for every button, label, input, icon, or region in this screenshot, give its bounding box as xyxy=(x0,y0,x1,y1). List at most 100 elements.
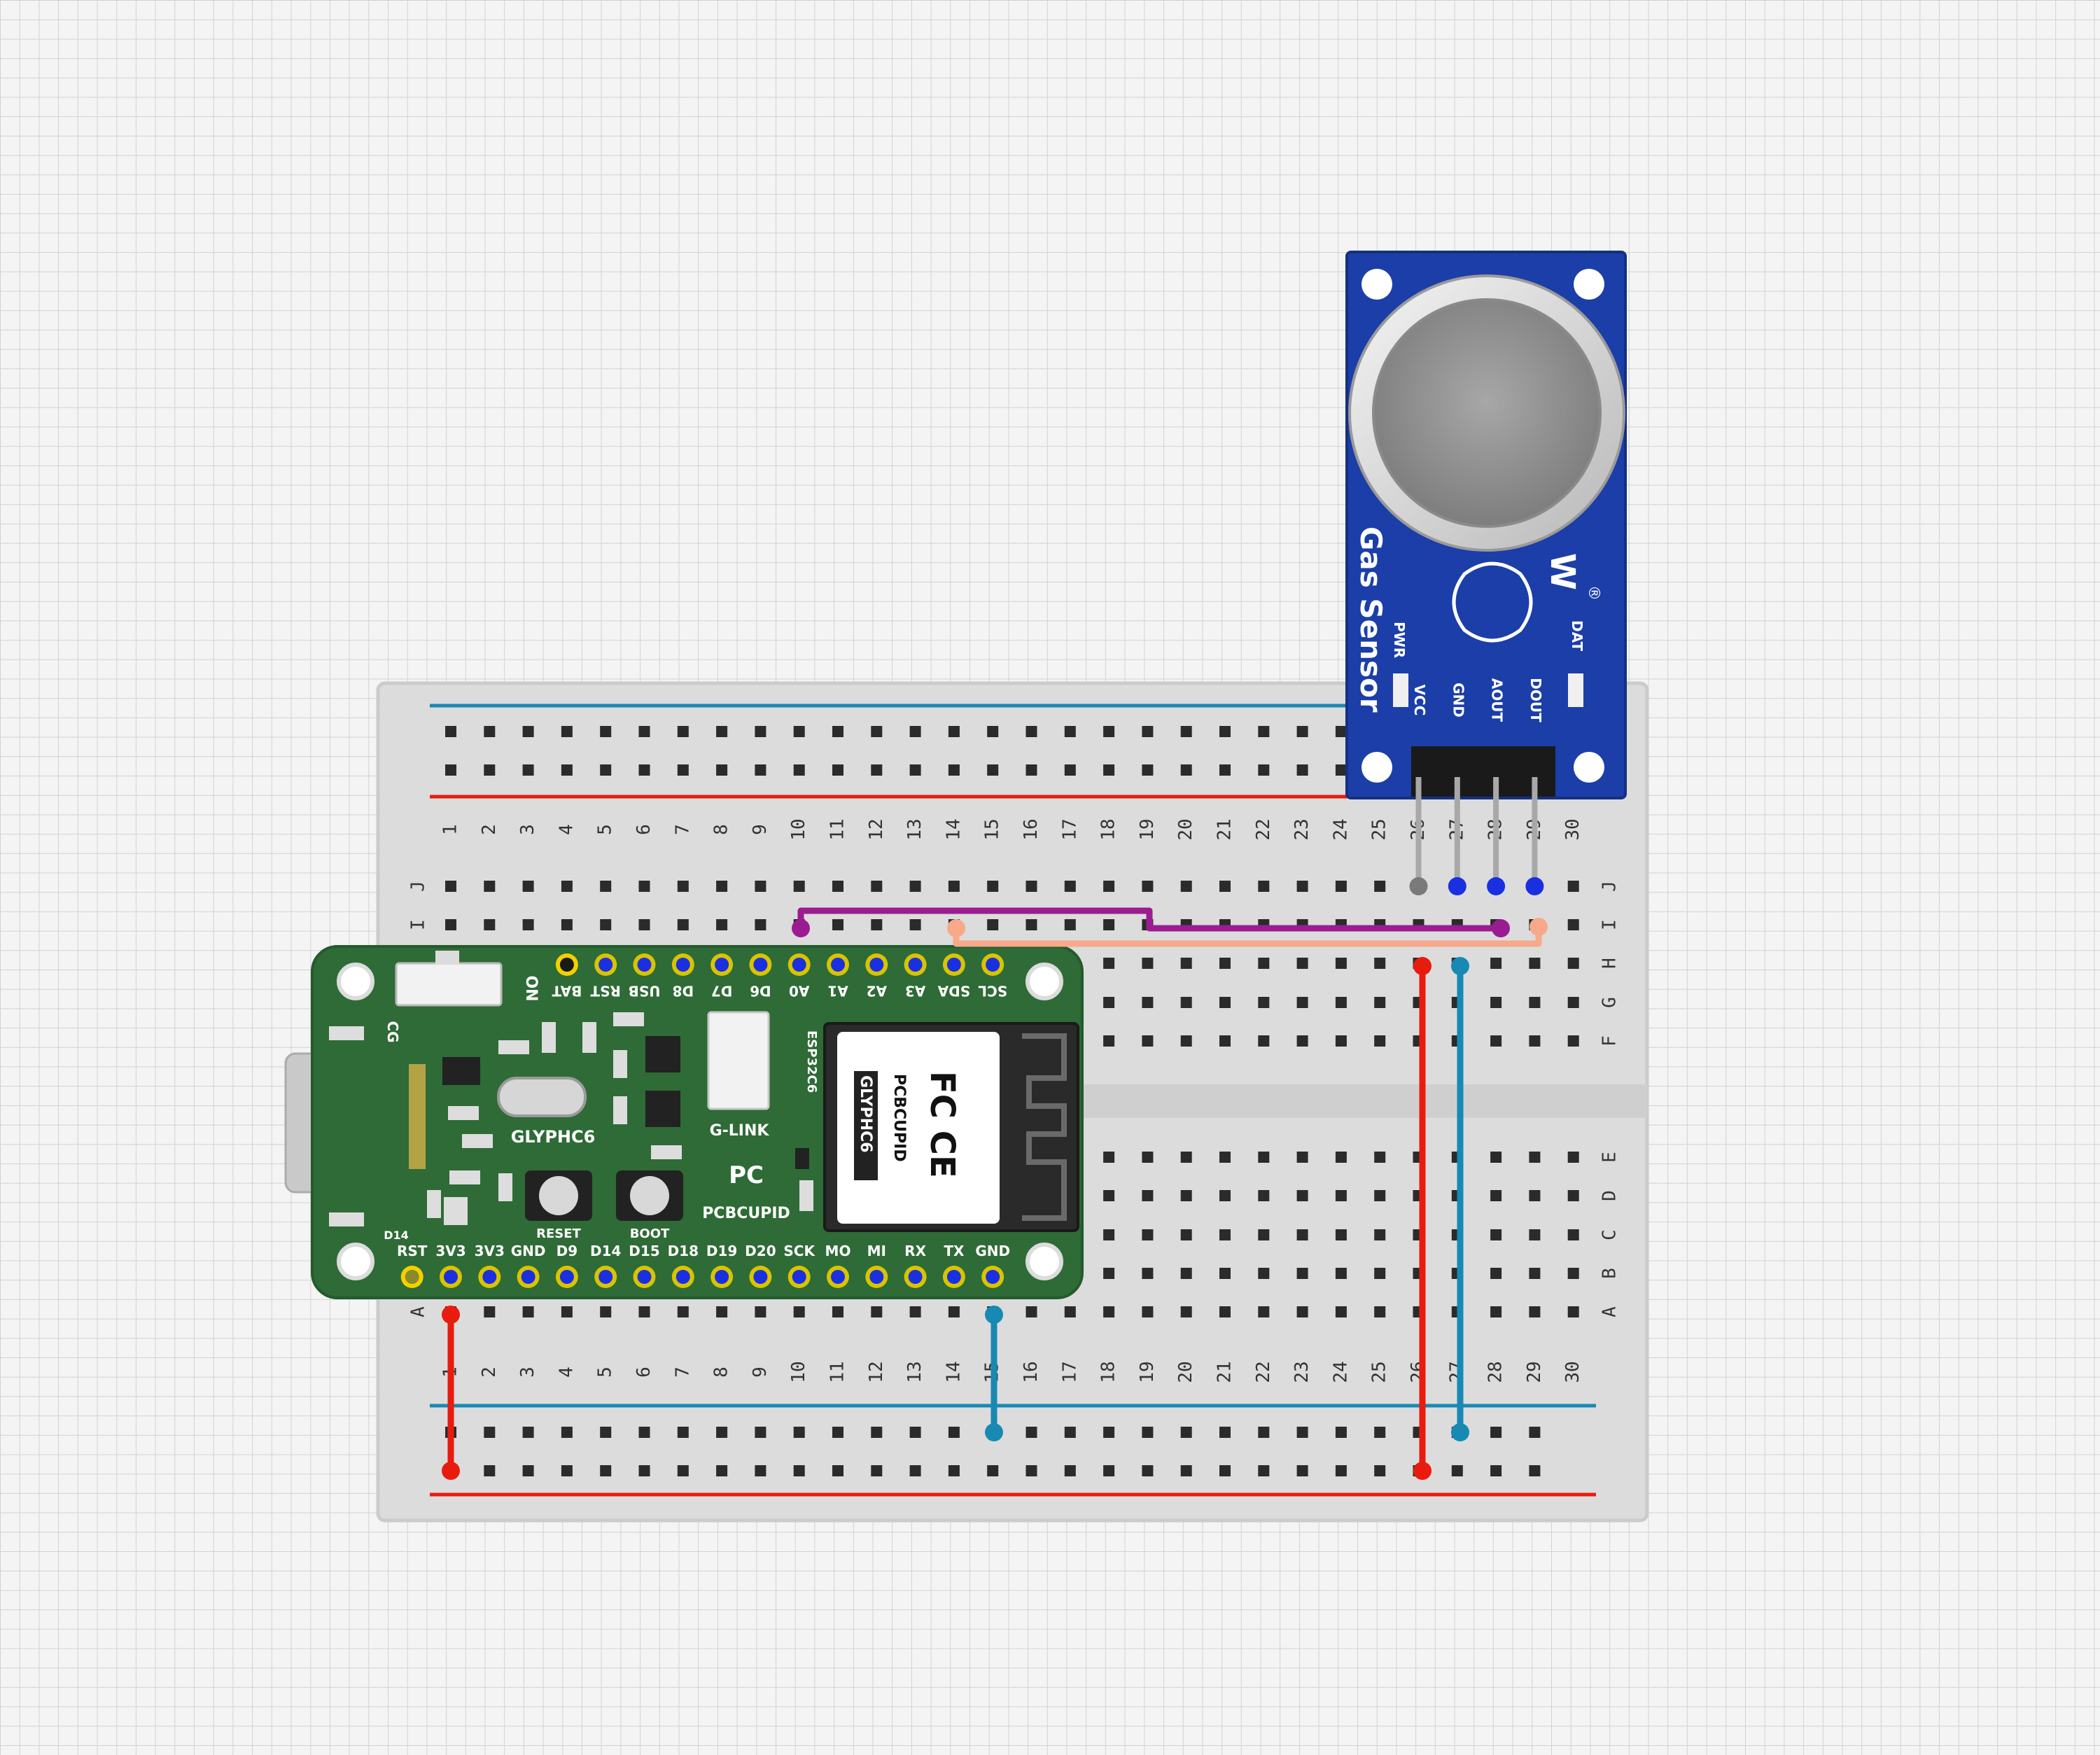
rail-hole[interactable] xyxy=(909,726,921,737)
mcu-pin[interactable] xyxy=(792,958,806,972)
breadboard-hole[interactable] xyxy=(522,881,534,892)
breadboard-hole[interactable] xyxy=(638,1306,650,1317)
sensor-pin[interactable] xyxy=(1487,877,1506,895)
breadboard-hole[interactable] xyxy=(716,881,728,892)
breadboard-hole[interactable] xyxy=(1219,1035,1231,1047)
breadboard-hole[interactable] xyxy=(1258,1306,1270,1317)
rail-hole[interactable] xyxy=(909,764,921,776)
breadboard-hole[interactable] xyxy=(1529,997,1541,1008)
rail-hole[interactable] xyxy=(1142,1465,1154,1476)
breadboard-hole[interactable] xyxy=(1374,1035,1386,1047)
rail-hole[interactable] xyxy=(948,726,960,737)
rail-hole[interactable] xyxy=(1026,1427,1037,1438)
breadboard-hole[interactable] xyxy=(987,881,999,892)
rail-hole[interactable] xyxy=(522,764,534,776)
breadboard-hole[interactable] xyxy=(1180,1035,1192,1047)
breadboard-hole[interactable] xyxy=(1219,958,1231,969)
breadboard-hole[interactable] xyxy=(755,919,766,930)
breadboard-hole[interactable] xyxy=(1374,1190,1386,1201)
breadboard-hole[interactable] xyxy=(1219,1229,1231,1240)
breadboard-hole[interactable] xyxy=(677,1306,689,1317)
mcu-pin[interactable] xyxy=(559,958,574,972)
rail-hole[interactable] xyxy=(755,726,766,737)
breadboard-hole[interactable] xyxy=(1529,1268,1541,1279)
breadboard-hole[interactable] xyxy=(1567,1190,1579,1201)
breadboard-hole[interactable] xyxy=(1103,1152,1115,1163)
breadboard-hole[interactable] xyxy=(1529,1190,1541,1201)
breadboard-hole[interactable] xyxy=(1335,1190,1347,1201)
mcu-pin[interactable] xyxy=(869,958,884,972)
breadboard-hole[interactable] xyxy=(1374,1268,1386,1279)
breadboard-hole[interactable] xyxy=(793,881,805,892)
breadboard-hole[interactable] xyxy=(1258,997,1270,1008)
rail-hole[interactable] xyxy=(1335,1465,1347,1476)
rail-hole[interactable] xyxy=(1296,726,1308,737)
rail-hole[interactable] xyxy=(600,726,612,737)
rail-hole[interactable] xyxy=(600,1465,612,1476)
breadboard-hole[interactable] xyxy=(948,881,960,892)
breadboard-hole[interactable] xyxy=(1567,881,1579,892)
breadboard-hole[interactable] xyxy=(522,1306,534,1317)
rail-hole[interactable] xyxy=(871,764,883,776)
breadboard-hole[interactable] xyxy=(1296,1190,1308,1201)
rail-hole[interactable] xyxy=(1490,1465,1502,1476)
rail-hole[interactable] xyxy=(600,1427,612,1438)
breadboard-hole[interactable] xyxy=(1374,958,1386,969)
breadboard-hole[interactable] xyxy=(1258,958,1270,969)
breadboard-hole[interactable] xyxy=(832,919,844,930)
rail-hole[interactable] xyxy=(484,1427,496,1438)
mcu-pin[interactable] xyxy=(676,1270,690,1284)
rail-hole[interactable] xyxy=(948,1427,960,1438)
rail-hole[interactable] xyxy=(1142,1427,1154,1438)
breadboard-hole[interactable] xyxy=(1142,997,1154,1008)
mcu-pin[interactable] xyxy=(831,1270,845,1284)
breadboard-hole[interactable] xyxy=(1490,1306,1502,1317)
rail-hole[interactable] xyxy=(909,1465,921,1476)
mcu-pin[interactable] xyxy=(908,1270,923,1284)
breadboard-hole[interactable] xyxy=(1142,1229,1154,1240)
rail-hole[interactable] xyxy=(1064,726,1076,737)
breadboard-hole[interactable] xyxy=(1374,1306,1386,1317)
rail-hole[interactable] xyxy=(1296,1427,1308,1438)
breadboard-hole[interactable] xyxy=(1103,997,1115,1008)
rail-hole[interactable] xyxy=(1103,1465,1115,1476)
breadboard-hole[interactable] xyxy=(1490,1229,1502,1240)
rail-hole[interactable] xyxy=(484,1465,496,1476)
rail-hole[interactable] xyxy=(1142,726,1154,737)
rail-hole[interactable] xyxy=(484,726,496,737)
rail-hole[interactable] xyxy=(1529,1427,1541,1438)
breadboard-hole[interactable] xyxy=(755,881,766,892)
rail-hole[interactable] xyxy=(638,764,650,776)
breadboard-hole[interactable] xyxy=(1529,958,1541,969)
rail-hole[interactable] xyxy=(638,1465,650,1476)
breadboard-hole[interactable] xyxy=(1103,1190,1115,1201)
breadboard-hole[interactable] xyxy=(1180,1306,1192,1317)
rail-hole[interactable] xyxy=(793,764,805,776)
breadboard-hole[interactable] xyxy=(1490,997,1502,1008)
breadboard-hole[interactable] xyxy=(1335,1306,1347,1317)
rail-hole[interactable] xyxy=(1219,764,1231,776)
breadboard-hole[interactable] xyxy=(1529,1152,1541,1163)
rail-hole[interactable] xyxy=(1064,764,1076,776)
breadboard-hole[interactable] xyxy=(484,919,496,930)
breadboard-hole[interactable] xyxy=(1296,1306,1308,1317)
mcu-pin[interactable] xyxy=(521,1270,536,1284)
rail-hole[interactable] xyxy=(832,764,844,776)
breadboard-hole[interactable] xyxy=(600,881,612,892)
rail-hole[interactable] xyxy=(677,764,689,776)
breadboard-hole[interactable] xyxy=(871,1306,883,1317)
rail-hole[interactable] xyxy=(561,726,573,737)
mcu-pin[interactable] xyxy=(908,958,923,972)
rail-hole[interactable] xyxy=(1103,1427,1115,1438)
rail-hole[interactable] xyxy=(987,764,999,776)
breadboard-hole[interactable] xyxy=(1103,1035,1115,1047)
breadboard-hole[interactable] xyxy=(1064,919,1076,930)
breadboard-hole[interactable] xyxy=(1180,1229,1192,1240)
rail-hole[interactable] xyxy=(716,764,728,776)
breadboard-hole[interactable] xyxy=(909,1306,921,1317)
breadboard-hole[interactable] xyxy=(484,881,496,892)
rail-hole[interactable] xyxy=(1180,726,1192,737)
rail-hole[interactable] xyxy=(600,764,612,776)
breadboard-hole[interactable] xyxy=(1335,958,1347,969)
breadboard-hole[interactable] xyxy=(638,919,650,930)
